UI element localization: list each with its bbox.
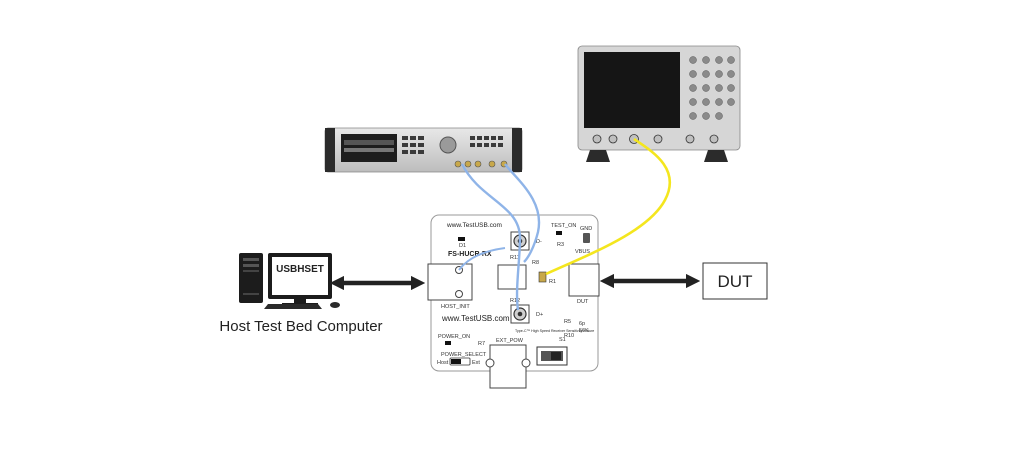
generator-bnc-outputs (454, 160, 508, 168)
oscilloscope (577, 45, 741, 162)
scope-input-connectors (592, 134, 719, 144)
host-screen-text: USBHSET (276, 264, 324, 275)
host-blue-cable (458, 247, 506, 271)
fixture-r12: R12 (510, 298, 520, 304)
fixture-caption: Type-C™ High Speed Receiver Sensitivity … (515, 329, 594, 333)
fixture-r7: R7 (478, 341, 485, 347)
fixture-56k: 56K (579, 328, 589, 334)
dut-port (568, 263, 600, 297)
fixture-vbus: VBUS (575, 249, 590, 255)
fixture-gnd: GND (580, 226, 592, 232)
fixture-url-top: www.TestUSB.com (446, 222, 502, 229)
probe-point (538, 271, 547, 283)
scope-screen (584, 52, 680, 128)
test-fixture-board: www.TestUSB.com D1 FS-HUCR-RX TEST_ON R3… (427, 214, 600, 389)
signal-generator (324, 127, 523, 173)
fixture-ext-pow: EXT_POW (496, 338, 524, 344)
fixture-test-on: TEST_ON (551, 223, 576, 229)
d-plus-blue-cable (460, 163, 522, 311)
dut-box: DUT (702, 262, 768, 300)
fixture-power-on: POWER_ON (438, 334, 470, 340)
fixture-r5: R5 (564, 319, 571, 325)
fixture-r1: R1 (549, 279, 556, 285)
host-init-port (427, 263, 473, 301)
keyboard-icon (264, 304, 322, 309)
s1-switch (536, 346, 568, 366)
host-computer: USBHSET Host Test Bed Computer (219, 253, 383, 335)
fixture-power-select: POWER_SELECT (441, 352, 487, 358)
ext-pow-port (485, 344, 531, 389)
center-port (497, 264, 527, 290)
generator-buttons (402, 136, 503, 154)
fixture-r10: R10 (564, 333, 574, 339)
fixture-d1: D1 (459, 243, 466, 249)
fixture-dut-port: DUT (577, 299, 589, 305)
fixture-r3: R3 (557, 242, 564, 248)
power-on-led (445, 341, 451, 345)
computer-tower-icon (239, 253, 263, 303)
gnd-jumper (583, 233, 590, 243)
fixture-d-plus: D+ (536, 312, 543, 318)
host-label: Host Test Bed Computer (219, 318, 382, 335)
fixture-6p: 6p (579, 321, 585, 327)
generator-knob (439, 136, 457, 154)
mouse-icon (330, 302, 340, 308)
fixture-host: Host (437, 360, 449, 366)
fixture-ext: Ext (472, 360, 480, 366)
fixture-r8: R8 (532, 260, 539, 266)
dut-label: DUT (718, 272, 753, 291)
scope-controls (689, 56, 735, 120)
scope-yellow-cable (545, 137, 672, 276)
fixture-d-minus: D- (536, 239, 542, 245)
power-select-switch (449, 357, 471, 366)
d-minus-blue-cable (504, 163, 541, 263)
fixture-url-mid: www.TestUSB.com (441, 314, 510, 323)
monitor-icon: USBHSET (268, 253, 332, 306)
test-on-led (556, 231, 562, 235)
fixture-model: FS-HUCR-RX (448, 251, 492, 258)
d1-led (458, 237, 465, 241)
fixture-s1: S1 (559, 337, 566, 343)
fixture-host-init: HOST_INIT (441, 304, 470, 310)
fixture-r11: R11 (510, 255, 520, 261)
scope-feet (586, 150, 728, 162)
d-plus-sma-connector (510, 304, 530, 324)
